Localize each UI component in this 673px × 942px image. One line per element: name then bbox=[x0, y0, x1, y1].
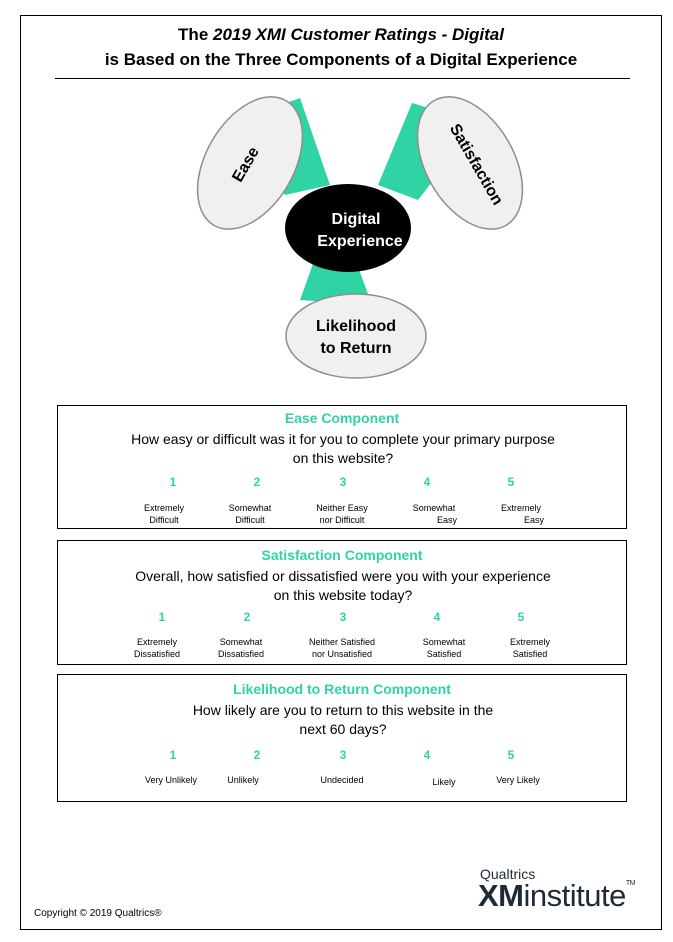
ease-scale-5-number: 5 bbox=[507, 475, 515, 489]
likelihood-question-line2: next 60 days? bbox=[299, 721, 387, 737]
likelihood-ellipse bbox=[285, 293, 427, 379]
satisfaction-question-line1: Overall, how satisfied or dissatisfied w… bbox=[135, 568, 551, 584]
likelihood-scale-5-label: Very Likely bbox=[496, 775, 540, 785]
ease-scale-1-number: 1 bbox=[169, 475, 177, 489]
ease-question-line2: on this website? bbox=[292, 450, 394, 466]
likelihood-label-line1: Likelihood bbox=[316, 318, 396, 335]
page-frame bbox=[20, 15, 662, 930]
satisfaction-scale-1-number: 1 bbox=[158, 610, 166, 624]
qualtrics-logo-text: Qualtrics bbox=[480, 866, 536, 882]
satisfaction-component-title: Satisfaction Component bbox=[261, 547, 423, 563]
likelihood-scale-2-number: 2 bbox=[253, 748, 261, 762]
likelihood-scale-1-label: Very Unlikely bbox=[144, 775, 198, 785]
page-title-line2: is Based on the Three Components of a Di… bbox=[104, 50, 578, 69]
likelihood-component-title: Likelihood to Return Component bbox=[233, 681, 451, 697]
ease-component-title: Ease Component bbox=[284, 410, 400, 426]
likelihood-scale-3-label: Undecided bbox=[320, 775, 364, 785]
satisfaction-scale-2-number: 2 bbox=[243, 610, 251, 624]
likelihood-scale-4-label: Likely bbox=[432, 777, 456, 787]
satisfaction-scale-3-number: 3 bbox=[339, 610, 347, 624]
ease-scale-2-number: 2 bbox=[253, 475, 261, 489]
title-italic: 2019 XMI Customer Ratings - Digital bbox=[213, 25, 504, 44]
likelihood-question-line1: How likely are you to return to this web… bbox=[192, 702, 494, 718]
satisfaction-scale-5-number: 5 bbox=[517, 610, 525, 624]
xm-institute-logo: XMinstituteTM bbox=[478, 878, 635, 913]
ease-ellipse bbox=[196, 96, 304, 230]
page-title-line1: The 2019 XMI Customer Ratings - Digital bbox=[178, 25, 504, 44]
satisfaction-question-line2: on this website today? bbox=[273, 587, 413, 603]
likelihood-label-line2: to Return bbox=[320, 340, 391, 357]
likelihood-scale-4-number: 4 bbox=[423, 748, 431, 762]
likelihood-question: How likely are you to return to this web… bbox=[78, 701, 608, 739]
likelihood-scale-1-number: 1 bbox=[169, 748, 177, 762]
title-divider bbox=[55, 78, 630, 79]
likelihood-scale-5-number: 5 bbox=[507, 748, 515, 762]
satisfaction-question: Overall, how satisfied or dissatisfied w… bbox=[78, 567, 608, 605]
likelihood-scale-3-number: 3 bbox=[339, 748, 347, 762]
ease-component-box: Ease Component How easy or difficult was… bbox=[57, 405, 627, 529]
satisfaction-component-box: Satisfaction Component Overall, how sati… bbox=[57, 540, 627, 665]
copyright-text: Copyright © 2019 Qualtrics® bbox=[34, 908, 162, 919]
satisfaction-ellipse bbox=[416, 96, 524, 230]
center-label-line1: Digital bbox=[332, 211, 381, 228]
satisfaction-scale-4-number: 4 bbox=[433, 610, 441, 624]
center-label-line2: Experience bbox=[317, 233, 402, 250]
likelihood-scale-2-label: Unlikely bbox=[227, 775, 259, 785]
ease-scale-4-number: 4 bbox=[423, 475, 431, 489]
ease-question-line1: How easy or difficult was it for you to … bbox=[131, 431, 555, 447]
likelihood-component-box: Likelihood to Return Component How likel… bbox=[57, 674, 627, 802]
digital-experience-center bbox=[285, 184, 411, 272]
digital-experience-diagram: Digital Experience Ease Satisfaction Lik… bbox=[196, 96, 524, 379]
ease-scale-3-number: 3 bbox=[339, 475, 347, 489]
ease-question: How easy or difficult was it for you to … bbox=[78, 430, 608, 468]
